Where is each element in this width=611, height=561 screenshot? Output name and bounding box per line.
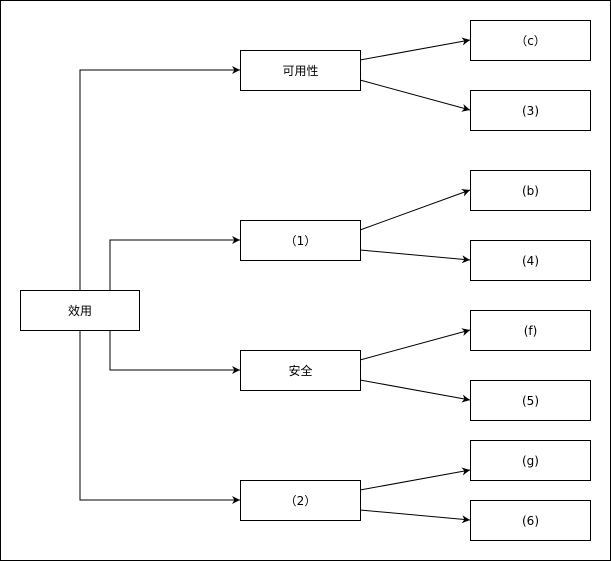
node-b: (b) — [470, 170, 591, 211]
node-g: (g) — [470, 440, 591, 481]
node-label: （c） — [515, 34, 546, 48]
node-label: (6) — [522, 513, 539, 528]
node-label: (g) — [522, 453, 539, 468]
connector-2-g — [359, 467, 471, 491]
node-4: (4) — [470, 240, 591, 281]
connector-usability-c — [359, 37, 471, 61]
node-f: (f) — [470, 310, 591, 351]
node-5: (5) — [470, 380, 591, 421]
node-label: (4) — [522, 253, 539, 268]
connector-root-usability — [79, 66, 240, 290]
connector-1-4 — [359, 249, 471, 264]
node-label: （2） — [284, 494, 317, 508]
node-root-utility: 效用 — [20, 290, 140, 331]
node-label: (3) — [522, 103, 539, 118]
node-blank-1: （1） — [240, 220, 361, 261]
node-6: (6) — [470, 500, 591, 541]
connector-2-6 — [359, 509, 471, 524]
node-label: (5) — [522, 393, 539, 408]
connector-root-1 — [109, 236, 240, 290]
node-label: 效用 — [67, 304, 92, 318]
connector-security-f — [359, 328, 471, 361]
connector-security-5 — [359, 379, 471, 403]
node-usability: 可用性 — [240, 50, 361, 91]
node-label: (b) — [522, 183, 539, 198]
node-label: 可用性 — [282, 64, 319, 78]
node-label: 安全 — [288, 364, 313, 378]
node-3: (3) — [470, 90, 591, 131]
connector-root-2 — [79, 330, 240, 504]
connector-1-b — [359, 188, 471, 231]
node-blank-2: （2） — [240, 480, 361, 521]
node-security: 安全 — [240, 350, 361, 391]
node-label: （1） — [284, 234, 317, 248]
node-c: （c） — [470, 20, 591, 61]
connector-root-security — [109, 330, 240, 374]
connector-usability-3 — [359, 79, 471, 112]
node-label: (f) — [523, 323, 538, 338]
